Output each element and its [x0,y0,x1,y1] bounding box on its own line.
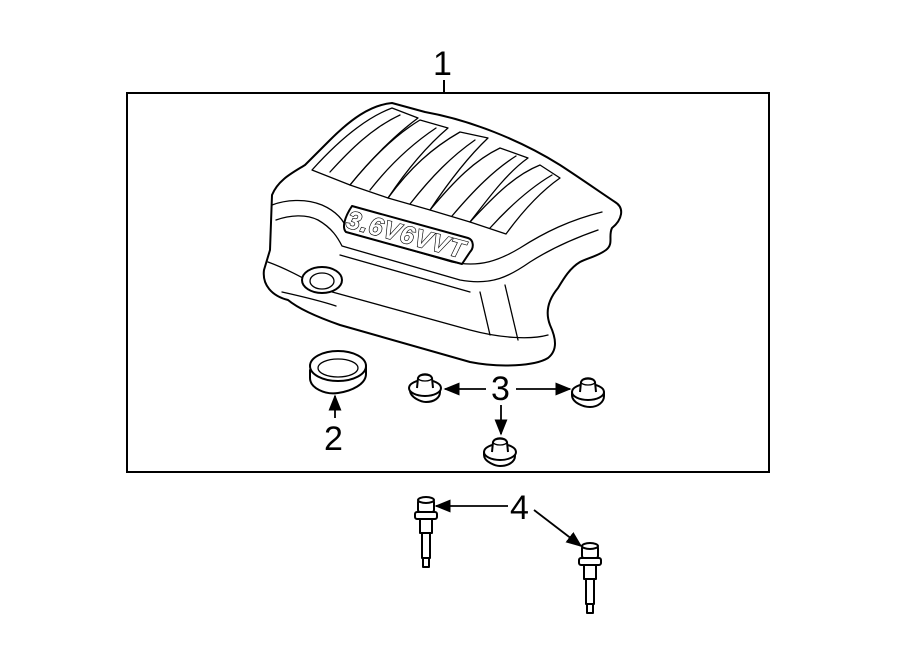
engine-cover-icon [262,102,623,367]
insulator-icon [408,373,442,403]
assembly-frame [126,92,770,473]
callout-2: 2 [324,420,343,458]
stud-bolt-icon [578,542,602,614]
callout-1: 1 [433,45,452,83]
callout-3: 3 [491,370,510,408]
insulator-icon [571,377,605,408]
grommet-icon [309,350,367,395]
insulator-icon [483,437,517,467]
callout-4: 4 [510,489,529,527]
callout-4-arrow-right [533,509,583,547]
stud-bolt-icon [414,496,438,568]
